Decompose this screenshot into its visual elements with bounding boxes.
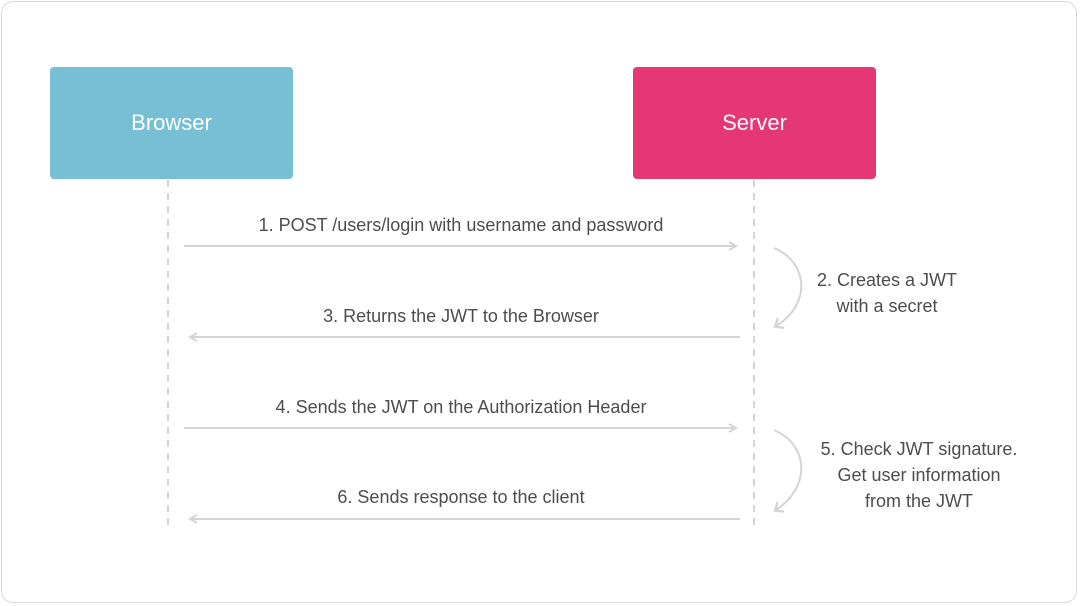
note-create-line-2: with a secret: [836, 296, 938, 316]
browser-label: Browser: [131, 110, 212, 135]
message-label-4: 4. Sends the JWT on the Authorization He…: [275, 397, 647, 417]
note-check-jwt: 5. Check JWT signature. Get user informa…: [821, 436, 1018, 514]
server-label: Server: [722, 110, 787, 135]
note-check-line-3: from the JWT: [864, 491, 973, 511]
self-arrow-create-jwt: [773, 247, 803, 330]
note-check-line-1: 5. Check JWT signature.: [820, 439, 1018, 459]
server-actor-box: Server: [633, 67, 876, 179]
note-check-line-2: Get user information: [837, 465, 1001, 485]
message-label-6: 6. Sends response to the client: [337, 487, 585, 507]
message-label-3: 3. Returns the JWT to the Browser: [323, 306, 599, 326]
browser-actor-box: Browser: [50, 67, 293, 179]
self-arrow-check-jwt: [773, 429, 803, 513]
note-create-jwt: 2. Creates a JWT with a secret: [817, 267, 957, 319]
note-create-line-1: 2. Creates a JWT: [816, 270, 958, 290]
message-label-1: 1. POST /users/login with username and p…: [258, 215, 664, 235]
